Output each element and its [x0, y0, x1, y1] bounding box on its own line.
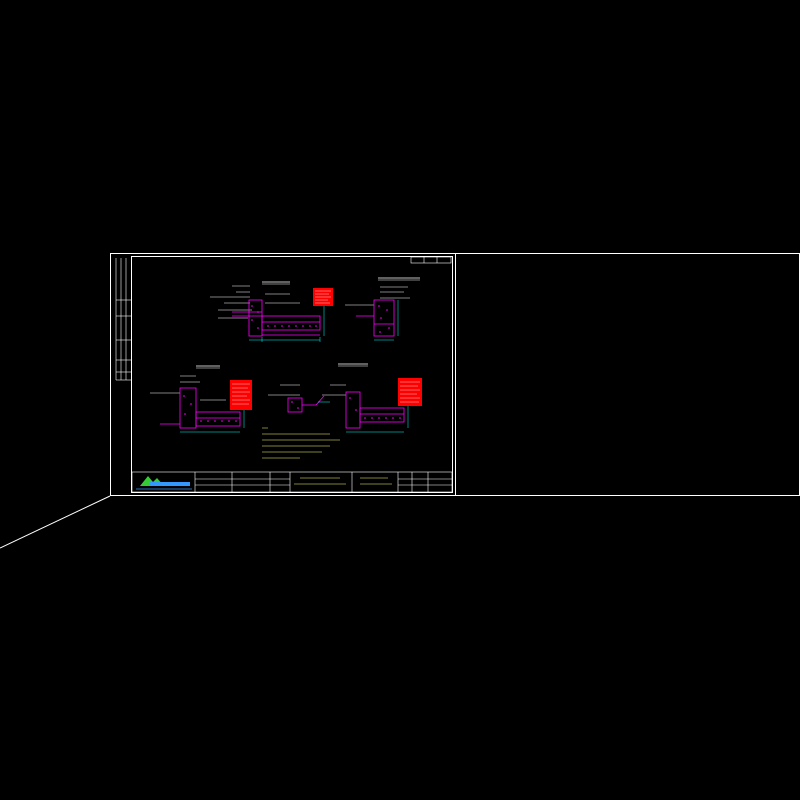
- detail-section-4: [268, 363, 422, 433]
- perspective-line: [0, 495, 111, 549]
- material-legend-1: [313, 288, 333, 306]
- drawing-sheet: [115, 256, 453, 493]
- binding-strip: [115, 258, 131, 381]
- sheet-number-box: [410, 256, 452, 264]
- detail-section-1: [210, 281, 333, 342]
- title-block: [131, 471, 453, 493]
- material-legend-4: [398, 378, 422, 406]
- logo-icon: [136, 476, 192, 490]
- material-legend-3: [230, 380, 252, 410]
- detail-section-3: [150, 365, 252, 433]
- notes-block: [262, 427, 340, 459]
- detail-section-2: [345, 277, 420, 341]
- sheet-inner-frame: [131, 256, 453, 493]
